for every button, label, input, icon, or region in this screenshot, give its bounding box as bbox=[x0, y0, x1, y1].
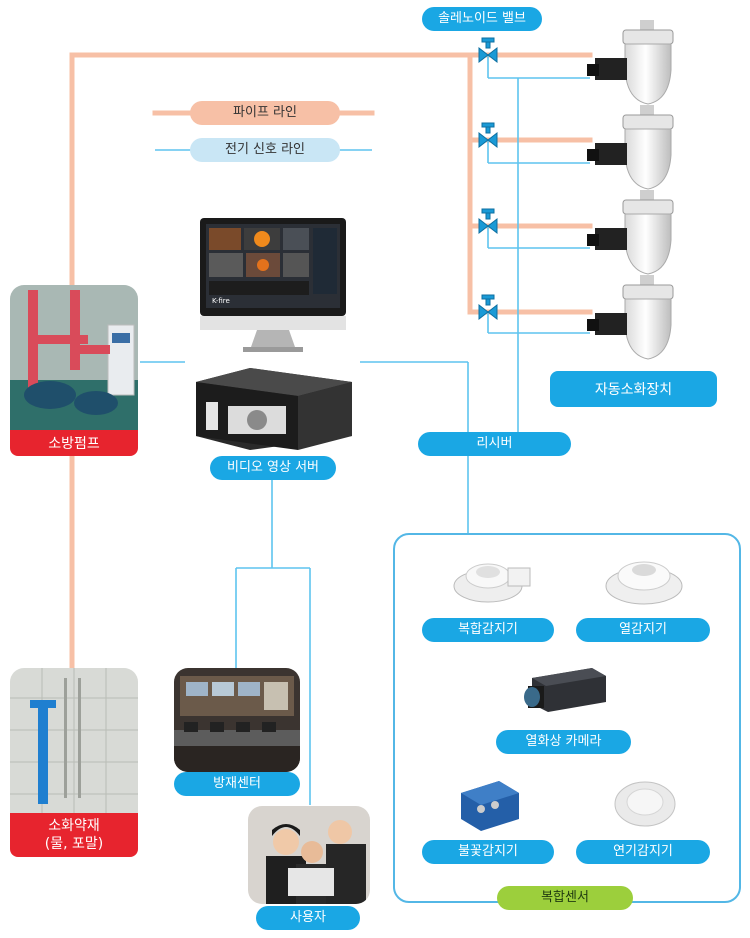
heat-detector-label: 열감지기 bbox=[576, 618, 710, 642]
extinguishing-agent-label: 소화약재 (물, 포말) bbox=[10, 813, 138, 857]
auto-extinguisher-heads bbox=[587, 20, 674, 360]
fire-pump-label: 소방펌프 bbox=[10, 430, 138, 456]
video-server-label: 비디오 영상 서버 bbox=[210, 456, 336, 480]
disaster-center-photo bbox=[174, 668, 300, 772]
extinguisher-head-icon bbox=[587, 20, 674, 105]
extinguishing-agent-label-line2: (물, 포말) bbox=[44, 836, 104, 852]
composite-sensor-label: 복합센서 bbox=[497, 886, 633, 910]
extinguisher-head-icon bbox=[587, 275, 674, 360]
solenoid-valve-icon bbox=[478, 294, 498, 321]
monitor-icon: K-fire bbox=[200, 218, 346, 352]
extinguishing-agent-label-line1: 소화약재 bbox=[48, 818, 100, 834]
heat-detector-icon bbox=[605, 561, 683, 605]
smoke-detector-label: 연기감지기 bbox=[576, 840, 710, 864]
solenoid-valve-icon bbox=[478, 37, 498, 64]
receiver-label: 리시버 bbox=[418, 432, 571, 456]
auto-extinguisher-label: 자동소화장치 bbox=[550, 371, 717, 407]
composite-detector-label: 복합감지기 bbox=[422, 618, 554, 642]
legend-signal-label: 전기 신호 라인 bbox=[190, 138, 340, 162]
solenoid-valve-label: 솔레노이드 밸브 bbox=[422, 7, 542, 31]
solenoid-valve-icon bbox=[478, 208, 498, 235]
video-server-icon bbox=[196, 368, 352, 450]
svg-text:K-fire: K-fire bbox=[212, 297, 230, 305]
extinguishing-agent-photo bbox=[10, 668, 138, 813]
extinguisher-head-icon bbox=[587, 190, 674, 275]
flame-detector-label: 불꽃감지기 bbox=[422, 840, 554, 864]
legend-pipe-label: 파이프 라인 bbox=[190, 101, 340, 125]
user-photo bbox=[248, 806, 370, 904]
smoke-detector-icon bbox=[614, 781, 676, 827]
thermal-camera-label: 열화상 카메라 bbox=[496, 730, 631, 754]
composite-detector-icon bbox=[453, 563, 531, 603]
disaster-center-label: 방재센터 bbox=[174, 772, 300, 796]
solenoid-valve-icon bbox=[478, 122, 498, 149]
fire-pump-photo bbox=[10, 285, 138, 430]
flame-detector-icon bbox=[461, 781, 519, 831]
extinguisher-head-icon bbox=[587, 105, 674, 190]
thermal-camera-icon bbox=[524, 668, 606, 712]
user-label: 사용자 bbox=[256, 906, 360, 930]
